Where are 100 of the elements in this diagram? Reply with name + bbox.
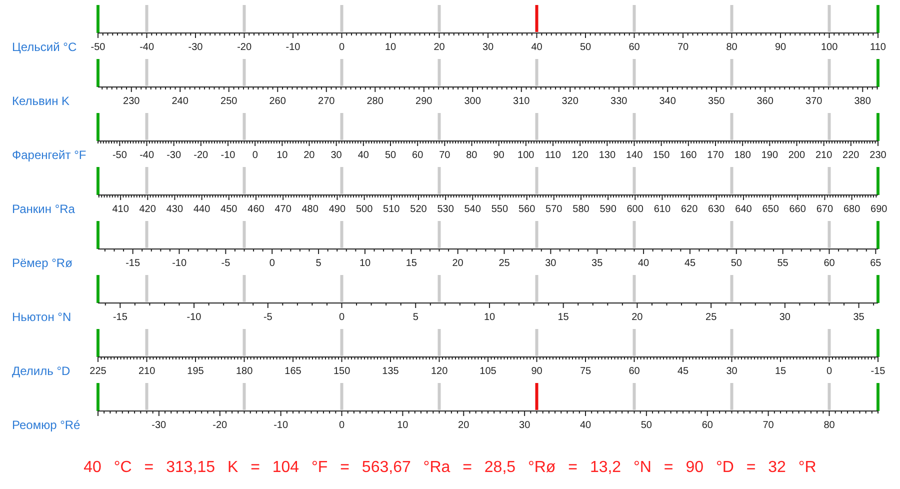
- tick-label: 370: [806, 96, 822, 107]
- tick-label: 40: [580, 420, 592, 431]
- tick-label: 35: [853, 312, 864, 323]
- tick-label: 160: [680, 150, 697, 161]
- tick-label: 20: [434, 42, 445, 53]
- tick-label: 500: [356, 204, 373, 215]
- tick-label: 170: [707, 150, 724, 161]
- tick-label: 35: [592, 258, 603, 269]
- tick-label: 90: [493, 150, 504, 161]
- scale-label: Фаренгейт °F: [12, 148, 86, 162]
- tick-label: 60: [824, 258, 835, 269]
- tick-label: -10: [286, 42, 300, 53]
- scale-label: Ньютон °N: [12, 310, 72, 324]
- scale-label: Делиль °D: [12, 364, 70, 378]
- tick-label: 90: [774, 42, 786, 53]
- tick-label: -10: [220, 150, 236, 161]
- tick-label: 30: [330, 150, 342, 161]
- tick-label: 290: [416, 96, 432, 107]
- tick-label: 20: [452, 258, 464, 269]
- tick-label: 5: [316, 258, 322, 269]
- tick-label: -15: [126, 258, 140, 269]
- tick-label: 0: [339, 312, 345, 323]
- tick-label: 55: [777, 258, 788, 269]
- tick-label: 70: [677, 42, 689, 53]
- tick-label: 210: [815, 150, 832, 161]
- tick-label: 360: [756, 96, 774, 107]
- tick-label: 30: [482, 42, 494, 53]
- tick-label: 560: [518, 204, 536, 215]
- tick-label: 60: [628, 42, 640, 53]
- tick-label: 600: [626, 204, 644, 215]
- tick-label: 195: [187, 366, 204, 377]
- tick-label: 40: [358, 150, 369, 161]
- tick-label: 30: [545, 258, 556, 269]
- tick-label: 580: [572, 204, 590, 215]
- tick-label: 120: [572, 150, 588, 161]
- tick-label: 20: [304, 150, 315, 161]
- tick-label: 110: [870, 42, 886, 53]
- tick-label: 150: [652, 150, 670, 161]
- tick-label: 20: [632, 312, 643, 323]
- tick-label: 300: [464, 96, 481, 107]
- tick-label: 180: [236, 366, 253, 377]
- tick-label: 25: [706, 312, 717, 323]
- tick-label: 260: [269, 96, 286, 107]
- tick-label: 570: [546, 204, 562, 215]
- tick-label: 50: [640, 420, 652, 431]
- tick-label: 10: [397, 420, 408, 431]
- tick-label: 10: [484, 312, 496, 323]
- tick-label: 650: [762, 204, 779, 215]
- tick-label: -15: [112, 312, 128, 323]
- scale-label: Ранкин °Ra: [12, 202, 75, 216]
- tick-label: -40: [140, 42, 154, 53]
- tick-label: 80: [824, 420, 835, 431]
- tick-label: 80: [466, 150, 478, 161]
- tick-label: 280: [366, 96, 384, 107]
- tick-label: 105: [480, 366, 496, 377]
- tick-label: -10: [186, 312, 202, 323]
- tick-label: 430: [166, 204, 184, 215]
- tick-label: 70: [762, 420, 774, 431]
- tick-label: 640: [735, 204, 752, 215]
- tick-label: 30: [726, 366, 738, 377]
- tick-label: 10: [359, 258, 371, 269]
- tick-label: 520: [410, 204, 427, 215]
- tick-label: 330: [610, 96, 628, 107]
- tick-label: 225: [90, 366, 106, 377]
- tick-label: 40: [638, 258, 650, 269]
- scale-label: Реомюр °Ré: [12, 418, 80, 432]
- tick-label: 5: [412, 312, 418, 323]
- tick-label: 150: [333, 366, 350, 377]
- tick-label: 140: [626, 150, 643, 161]
- tick-label: 690: [870, 204, 888, 215]
- tick-label: -50: [90, 42, 106, 53]
- tick-label: 220: [842, 150, 860, 161]
- conversion-equation: 40 °C = 313,15 K = 104 °F = 563,67 °Ra = 28,5 °Rø = 13,2 °N = 90 °D = 32 °R: [82, 459, 818, 477]
- tick-label: 0: [339, 420, 345, 431]
- tick-label: 660: [789, 204, 806, 215]
- tick-label: -30: [188, 42, 203, 53]
- tick-label: 40: [531, 42, 542, 53]
- tick-label: 250: [220, 96, 238, 107]
- tick-label: 60: [412, 150, 424, 161]
- tick-label: 10: [384, 42, 396, 53]
- tick-label: 180: [734, 150, 751, 161]
- tick-label: 50: [730, 258, 742, 269]
- tick-label: 420: [139, 204, 156, 215]
- tick-label: 50: [580, 42, 592, 53]
- tick-label: 460: [248, 204, 264, 215]
- tick-label: 610: [654, 204, 671, 215]
- tick-label: 65: [870, 258, 882, 269]
- tick-label: -10: [172, 258, 187, 269]
- tick-label: 15: [558, 312, 569, 323]
- tick-label: 210: [138, 366, 156, 377]
- tick-label: -40: [140, 150, 154, 161]
- tick-label: 165: [284, 366, 302, 377]
- tick-label: -20: [194, 150, 208, 161]
- tick-label: 60: [702, 420, 713, 431]
- tick-label: 190: [761, 150, 778, 161]
- tick-label: 380: [854, 96, 871, 107]
- tick-label: 620: [680, 204, 698, 215]
- tick-label: 530: [437, 204, 454, 215]
- tick-label: 240: [172, 96, 188, 107]
- tick-label: 480: [302, 204, 318, 215]
